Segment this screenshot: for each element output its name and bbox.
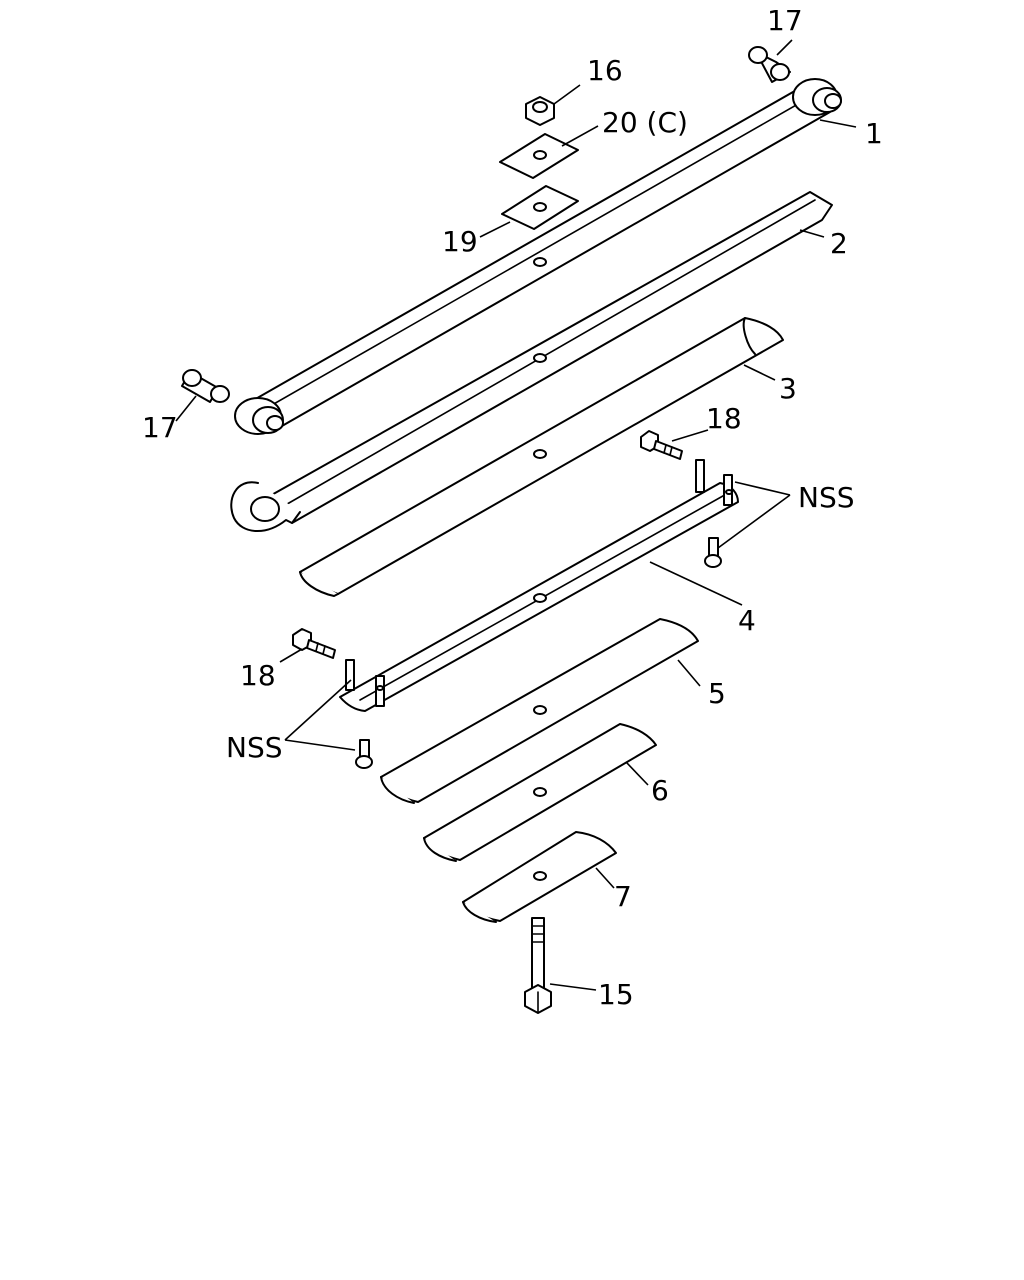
label-16: 16 xyxy=(587,54,623,87)
leaf-part-5 xyxy=(380,618,699,804)
plate-part-19 xyxy=(501,185,579,230)
bushing-part-17-left xyxy=(181,369,230,403)
label-1: 1 xyxy=(865,117,883,150)
label-5: 5 xyxy=(708,677,726,710)
leaf-part-3 xyxy=(299,317,784,597)
leaf-part-6 xyxy=(423,723,657,862)
label-20: 20 (C) xyxy=(602,106,688,139)
label-2: 2 xyxy=(830,227,848,260)
label-19: 19 xyxy=(442,225,478,258)
leader-lines xyxy=(175,39,857,991)
center-bolt-part-15 xyxy=(524,917,552,1014)
label-18-upper: 18 xyxy=(706,402,742,435)
second-leaf-part-2 xyxy=(230,191,833,533)
label-17-top: 17 xyxy=(767,4,803,37)
bolt-part-18-lower xyxy=(292,628,336,659)
leaf-part-4 xyxy=(339,459,739,712)
label-4: 4 xyxy=(738,604,756,637)
label-3: 3 xyxy=(779,372,797,405)
label-15: 15 xyxy=(598,978,634,1011)
bolt-part-18-upper xyxy=(640,430,683,460)
label-nss-lower: NSS xyxy=(226,731,283,764)
label-7: 7 xyxy=(614,880,632,913)
label-17-left: 17 xyxy=(142,411,178,444)
bushing-part-17-top xyxy=(748,46,791,83)
nut-part-16 xyxy=(525,96,555,126)
label-18-lower: 18 xyxy=(240,659,276,692)
leaf-part-7 xyxy=(462,831,617,923)
nss-screw-lower xyxy=(355,739,373,769)
nss-screw-upper xyxy=(704,537,722,568)
label-6: 6 xyxy=(651,774,669,807)
main-leaf-part-1 xyxy=(234,78,842,435)
label-nss-upper: NSS xyxy=(798,481,855,514)
plate-part-20 xyxy=(499,133,579,179)
